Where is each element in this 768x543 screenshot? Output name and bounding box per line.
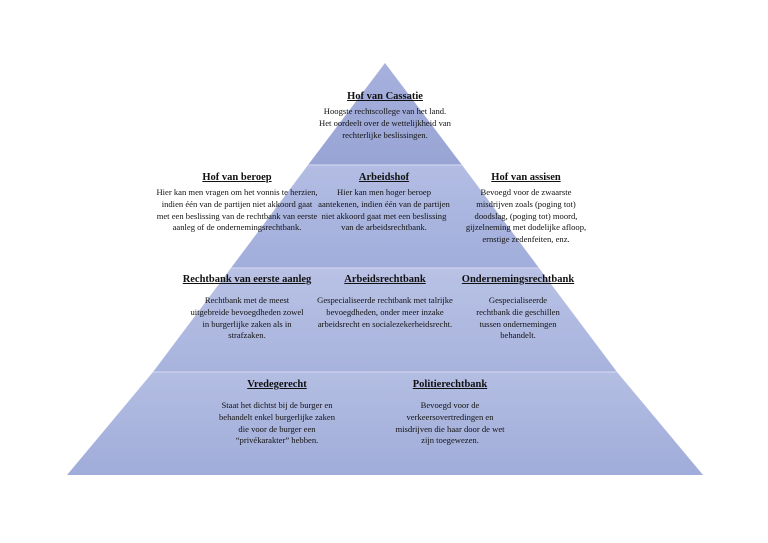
tier-second-shape bbox=[231, 165, 539, 268]
box-description: Hier kan men vragen om het vonnis te her… bbox=[156, 187, 318, 233]
box-arbeidsrechtbank: Arbeidsrechtbank Gespecialiseerde rechtb… bbox=[316, 273, 454, 330]
box-description: Rechtbank met de meest uitgebreide bevoe… bbox=[190, 295, 304, 341]
box-politierechtbank: Politierechtbank Bevoegd voor de verkeer… bbox=[392, 378, 508, 447]
box-hof-van-beroep: Hof van beroep Hier kan men vragen om he… bbox=[156, 171, 318, 234]
box-vredegerecht: Vredegerecht Staat het dichtst bij de bu… bbox=[216, 378, 338, 447]
box-description: Hoogste rechtscollege van het land. Het … bbox=[319, 106, 451, 140]
box-title: Politierechtbank bbox=[412, 379, 488, 390]
box-description: Hier kan men hoger beroep aantekenen, in… bbox=[318, 187, 450, 233]
box-description: Bevoegd voor de zwaarste misdrijven zoal… bbox=[465, 187, 587, 245]
box-description: Gespecialiseerde rechtbank die geschille… bbox=[476, 295, 560, 341]
box-title: Hof van beroep bbox=[202, 172, 272, 183]
box-title: Hof van assisen bbox=[491, 172, 561, 183]
box-description: Gespecialiseerde rechtbank met talrijke … bbox=[317, 295, 453, 329]
box-title: Ondernemingsrechtbank bbox=[461, 274, 575, 285]
box-arbeidshof: Arbeidshof Hier kan men hoger beroep aan… bbox=[318, 171, 450, 234]
box-title: Rechtbank van eerste aanleg bbox=[182, 274, 312, 285]
box-title: Arbeidshof bbox=[358, 172, 410, 183]
tier-bottom-shape bbox=[67, 372, 703, 475]
tier-top-shape bbox=[308, 63, 462, 165]
tier-third-shape bbox=[153, 268, 617, 372]
box-ondernemingsrechtbank: Ondernemingsrechtbank Gespecialiseerde r… bbox=[462, 273, 574, 342]
box-description: Bevoegd voor de verkeersovertredingen en… bbox=[395, 400, 505, 446]
box-description: Staat het dichtst bij de burger en behan… bbox=[218, 400, 336, 446]
box-title: Arbeidsrechtbank bbox=[344, 274, 426, 285]
box-hof-van-assisen: Hof van assisen Bevoegd voor de zwaarste… bbox=[462, 171, 590, 246]
box-title: Vredegerecht bbox=[247, 379, 307, 390]
box-hof-van-cassatie: Hof van Cassatie Hoogste rechtscollege v… bbox=[318, 90, 452, 141]
box-title: Hof van Cassatie bbox=[347, 91, 423, 102]
box-rechtbank-van-eerste-aanleg: Rechtbank van eerste aanleg Rechtbank me… bbox=[158, 273, 336, 342]
